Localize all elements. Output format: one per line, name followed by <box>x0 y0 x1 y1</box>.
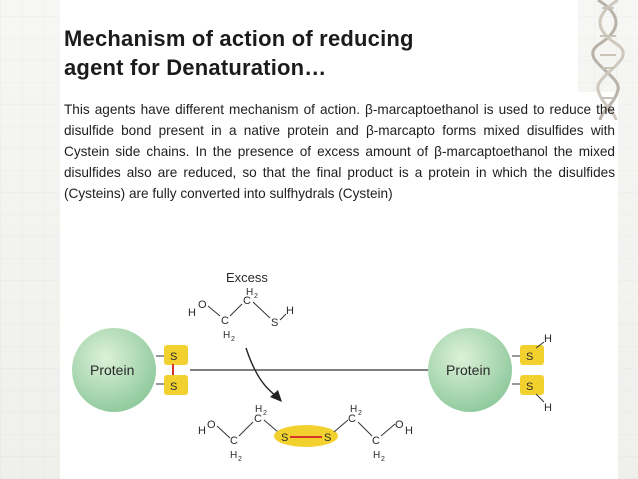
svg-text:C: C <box>230 435 238 447</box>
svg-text:S: S <box>324 432 331 444</box>
content-panel <box>60 92 618 479</box>
svg-text:2: 2 <box>254 293 258 300</box>
svg-text:C: C <box>254 413 262 425</box>
protein-right: Protein S H S H <box>428 328 552 414</box>
curved-arrow <box>245 347 277 397</box>
svg-text:C: C <box>348 413 356 425</box>
svg-text:H: H <box>198 425 206 437</box>
svg-text:H: H <box>246 287 253 298</box>
excess-label: Excess <box>226 270 268 285</box>
svg-text:S: S <box>170 351 177 363</box>
dna-helix-icon <box>591 0 625 120</box>
title-panel <box>60 0 578 92</box>
protein-left-label: Protein <box>90 362 134 378</box>
svg-text:2: 2 <box>358 410 362 417</box>
reduction-mechanism-diagram: Excess H O C H 2 C H 2 S H Protein S S P… <box>72 270 552 463</box>
svg-text:C: C <box>372 435 380 447</box>
svg-text:S: S <box>170 381 177 393</box>
title-line-2: agent for Denaturation… <box>64 55 327 80</box>
svg-text:2: 2 <box>381 456 385 463</box>
slide-title: Mechanism of action of reducing agent fo… <box>64 24 584 82</box>
svg-text:H: H <box>230 450 237 461</box>
curved-arrow-head <box>270 390 282 402</box>
svg-text:H: H <box>544 333 552 345</box>
mercaptoethanol-molecule-top: H O C H 2 C H 2 S H <box>188 287 294 343</box>
svg-text:O: O <box>198 299 207 311</box>
protein-right-label: Protein <box>446 362 490 378</box>
svg-text:H: H <box>188 307 196 319</box>
svg-text:H: H <box>405 425 413 437</box>
svg-text:H: H <box>255 404 262 415</box>
title-line-1: Mechanism of action of reducing <box>64 26 414 51</box>
svg-text:O: O <box>395 419 404 431</box>
svg-text:C: C <box>243 295 251 307</box>
svg-text:2: 2 <box>231 336 235 343</box>
body-paragraph: This agents have different mechanism of … <box>64 102 615 201</box>
svg-text:S: S <box>526 351 533 363</box>
svg-text:H: H <box>544 402 552 414</box>
svg-text:S: S <box>281 432 288 444</box>
svg-text:S: S <box>526 381 533 393</box>
oxidized-mercaptoethanol: H O C H 2 C H 2 S S C H 2 C H 2 O H <box>198 404 413 463</box>
svg-text:H: H <box>350 404 357 415</box>
svg-text:2: 2 <box>238 456 242 463</box>
svg-text:S: S <box>271 317 278 329</box>
svg-text:O: O <box>207 419 216 431</box>
svg-text:H: H <box>223 330 230 341</box>
svg-text:2: 2 <box>263 410 267 417</box>
svg-text:H: H <box>373 450 380 461</box>
protein-left: Protein S S <box>72 328 188 412</box>
svg-text:H: H <box>286 305 294 317</box>
svg-text:C: C <box>221 315 229 327</box>
